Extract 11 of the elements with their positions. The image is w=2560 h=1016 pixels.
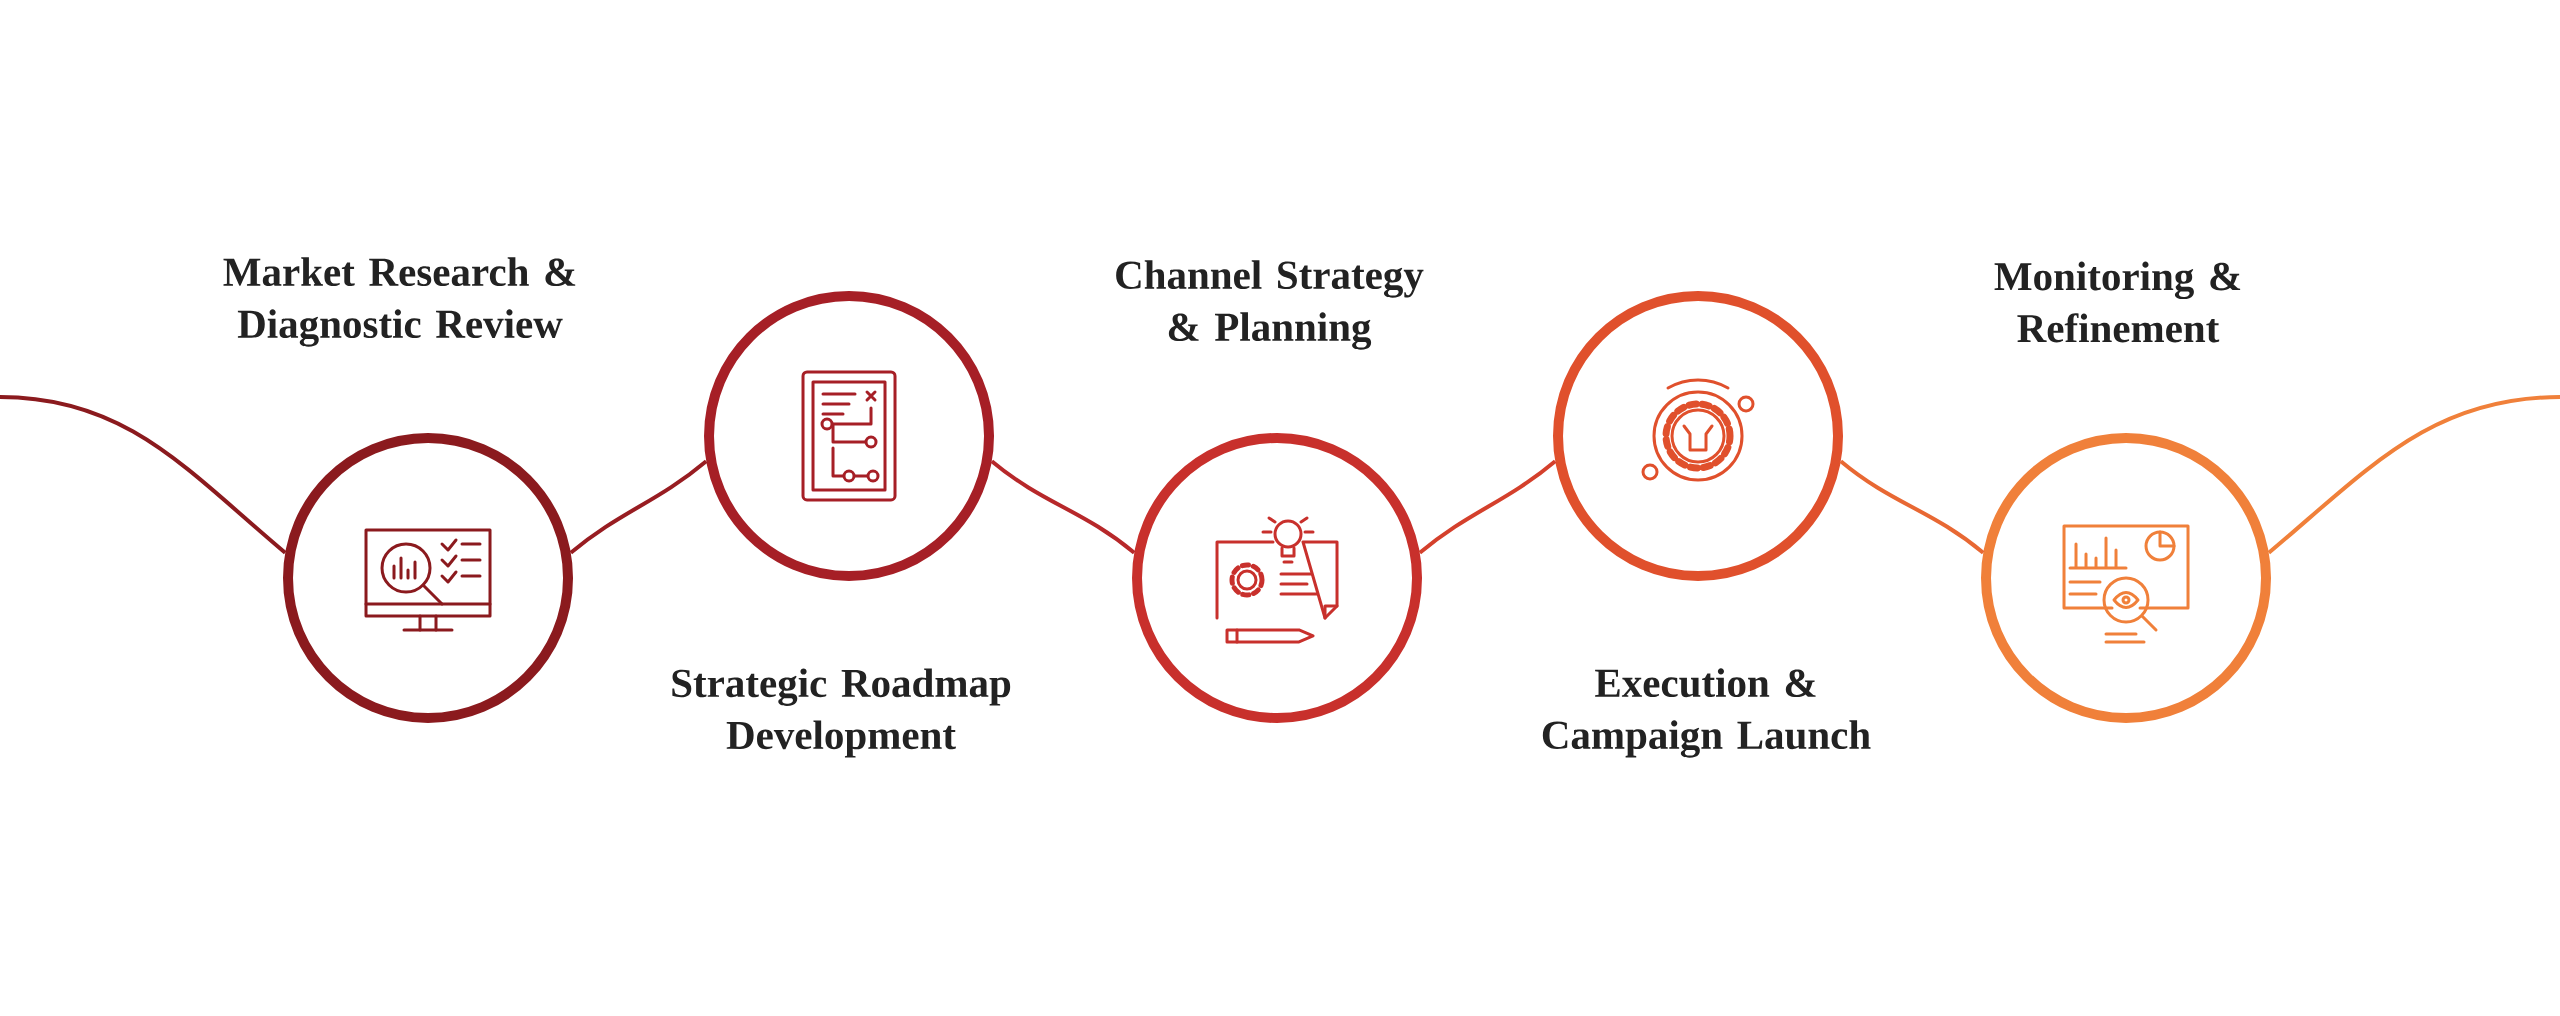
step-heading: Strategic Roadmap Development: [672, 668, 1011, 758]
wave-line: [1418, 459, 1557, 555]
step-heading: Market Research & Diagnostic Review: [223, 257, 576, 347]
wave-line: [0, 395, 287, 555]
step-heading: Monitoring & Refinement: [1994, 261, 2241, 343]
wave-line: [1839, 459, 1985, 555]
step-heading: Execution & Campaign Launch: [1542, 668, 1871, 758]
wave-line: [990, 459, 1136, 555]
wave-line: [569, 459, 708, 555]
step-heading: Channel Strategy & Planning: [1116, 260, 1424, 350]
wave-line: [2267, 395, 2560, 555]
